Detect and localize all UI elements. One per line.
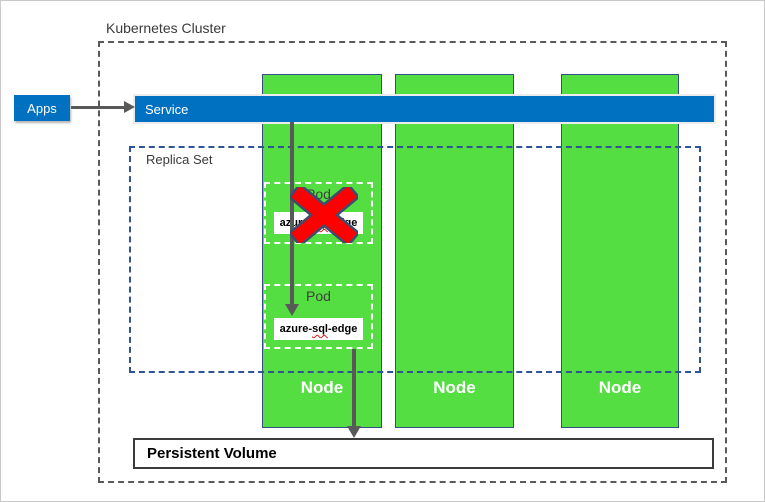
node-3-label: Node xyxy=(598,378,642,397)
pod-2-container: azure-sql-edge xyxy=(274,318,363,340)
apps-box: Apps xyxy=(14,95,70,121)
node-2-label: Node xyxy=(433,378,476,397)
pod-to-volume-arrowhead-icon xyxy=(347,426,361,438)
replica-set-boundary-box xyxy=(129,146,701,373)
pod-2-container-text: azure- xyxy=(279,323,313,335)
cluster-title: Kubernetes Cluster xyxy=(106,20,226,36)
pod-2-label: Pod xyxy=(306,288,331,304)
pod-2-container-text: -edge xyxy=(327,323,358,335)
pod-to-volume-arrow xyxy=(352,349,356,427)
apps-to-service-arrowhead-icon xyxy=(124,101,135,113)
replica-set-label: Replica Set xyxy=(146,152,213,167)
service-to-pod-arrowhead-icon xyxy=(285,304,299,316)
pod-2-container-text-misspelled: sql xyxy=(312,323,328,335)
node-3-box xyxy=(561,74,679,428)
failure-x-icon xyxy=(290,187,358,243)
persistent-volume-label: Persistent Volume xyxy=(147,445,277,462)
node-2-box xyxy=(395,74,514,428)
persistent-volume-box: Persistent Volume xyxy=(133,438,714,469)
pod-2-box: Pod azure-sql-edge xyxy=(264,284,373,349)
node-1-label: Node xyxy=(300,378,344,397)
apps-to-service-arrow xyxy=(71,106,125,109)
cluster-boundary-box xyxy=(98,41,727,483)
apps-label: Apps xyxy=(27,100,57,116)
service-label: Service xyxy=(145,101,189,117)
node-1-box xyxy=(262,74,382,428)
service-to-pod-arrow xyxy=(290,122,294,305)
service-bar: Service xyxy=(133,94,716,124)
